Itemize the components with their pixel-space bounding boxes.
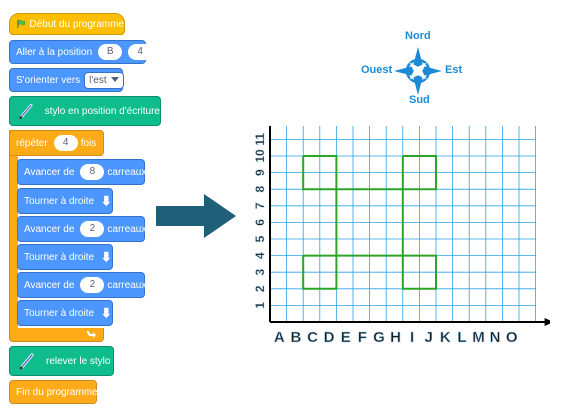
column-label: B: [290, 329, 301, 346]
forward-unit-3: carreaux: [107, 279, 147, 291]
pen-icon: [19, 103, 33, 119]
forward-block-2[interactable]: Avancer de 2 carreaux: [17, 216, 147, 242]
column-label: G: [373, 329, 385, 346]
forward-label-1: Avancer de: [24, 166, 75, 178]
turn-label-3: Tourner à droite: [24, 307, 95, 319]
goto-y-input[interactable]: 4: [128, 44, 153, 60]
orient-value: l'est: [89, 74, 107, 86]
loop-arrow-icon: [87, 331, 96, 338]
repeat-block-frame: [9, 130, 18, 336]
forward-unit-2: carreaux: [107, 223, 147, 235]
pen-up-block[interactable]: relever le stylo: [9, 346, 114, 376]
column-label: I: [410, 329, 414, 346]
pen-down-block[interactable]: stylo en position d'écriture: [9, 96, 161, 126]
row-label: 5: [253, 235, 267, 242]
row-label: 8: [253, 186, 267, 193]
row-label: 9: [253, 169, 267, 176]
goto-block[interactable]: Aller à la position B 4: [9, 40, 153, 64]
repeat-suffix: fois: [80, 137, 97, 149]
repeat-block[interactable]: répéter 4 fois: [9, 130, 104, 156]
turn-block-2[interactable]: Tourner à droite: [17, 244, 113, 270]
turn-label-1: Tourner à droite: [24, 195, 95, 207]
compass-south: Sud: [409, 94, 430, 106]
forward-label-2: Avancer de: [24, 223, 75, 235]
forward-label-3: Avancer de: [24, 279, 75, 291]
turn-block-3[interactable]: Tourner à droite: [17, 300, 113, 326]
row-label: 1: [253, 302, 267, 309]
turn-right-icon: [102, 195, 111, 207]
forward-input-2[interactable]: 2: [80, 221, 105, 237]
orient-block[interactable]: S'orienter vers l'est: [9, 68, 124, 92]
forward-block-1[interactable]: Avancer de 8 carreaux: [17, 159, 147, 185]
compass: Nord Ouest Est Sud: [358, 30, 468, 110]
right-arrow-icon: [156, 194, 236, 238]
row-label: 6: [253, 219, 267, 226]
row-label: 2: [253, 285, 267, 292]
repeat-block-bottom: [9, 328, 104, 342]
figure-segment: [302, 254, 338, 290]
row-label: 10: [253, 149, 267, 163]
column-label: C: [307, 329, 318, 346]
end-block[interactable]: Fin du programme: [9, 380, 98, 404]
pen-icon: [19, 353, 34, 370]
figure-segment: [401, 155, 437, 191]
column-label: N: [490, 329, 501, 346]
orient-dropdown[interactable]: l'est: [84, 71, 124, 89]
column-label: K: [440, 329, 451, 346]
row-label: 7: [253, 202, 267, 209]
column-label: E: [341, 329, 351, 346]
forward-input-1[interactable]: 8: [80, 164, 105, 180]
column-label: F: [358, 329, 367, 346]
column-label: M: [472, 329, 485, 346]
goto-label: Aller à la position: [16, 46, 93, 58]
compass-north: Nord: [405, 30, 431, 42]
column-label: H: [390, 329, 401, 346]
turn-right-icon: [102, 307, 111, 319]
chevron-down-icon: [110, 77, 119, 83]
start-label: Début du programme: [29, 18, 125, 30]
end-label: Fin du programme: [16, 386, 98, 398]
drawn-figure: [302, 155, 437, 290]
pen-up-label: relever le stylo: [46, 355, 111, 367]
column-label: O: [506, 329, 518, 346]
turn-right-icon: [102, 251, 111, 263]
x-axis-arrow-icon: [544, 318, 550, 326]
turn-block-1[interactable]: Tourner à droite: [17, 188, 113, 214]
pen-down-label: stylo en position d'écriture: [44, 105, 160, 117]
forward-unit-1: carreaux: [107, 166, 147, 178]
goto-x-input[interactable]: B: [98, 44, 123, 60]
figure-segment: [401, 254, 437, 290]
turn-label-2: Tourner à droite: [24, 251, 95, 263]
start-block[interactable]: Début du programme: [9, 13, 125, 35]
forward-block-3[interactable]: Avancer de 2 carreaux: [17, 272, 147, 298]
column-label: D: [324, 329, 335, 346]
repeat-count-input[interactable]: 4: [53, 135, 78, 151]
forward-input-3[interactable]: 2: [80, 277, 105, 293]
column-label: A: [274, 329, 285, 346]
compass-west: Ouest: [361, 64, 393, 76]
compass-rose-icon: [394, 47, 442, 95]
compass-east: Est: [445, 64, 463, 76]
orient-label: S'orienter vers: [16, 74, 81, 86]
row-label: 4: [253, 252, 267, 259]
column-label: L: [457, 329, 466, 346]
repeat-label: répéter: [16, 137, 48, 149]
column-label: J: [425, 329, 433, 346]
green-flag-icon: [17, 19, 26, 29]
figure-segment: [302, 155, 338, 191]
row-label: 3: [253, 269, 267, 276]
row-label: 11: [253, 133, 267, 146]
